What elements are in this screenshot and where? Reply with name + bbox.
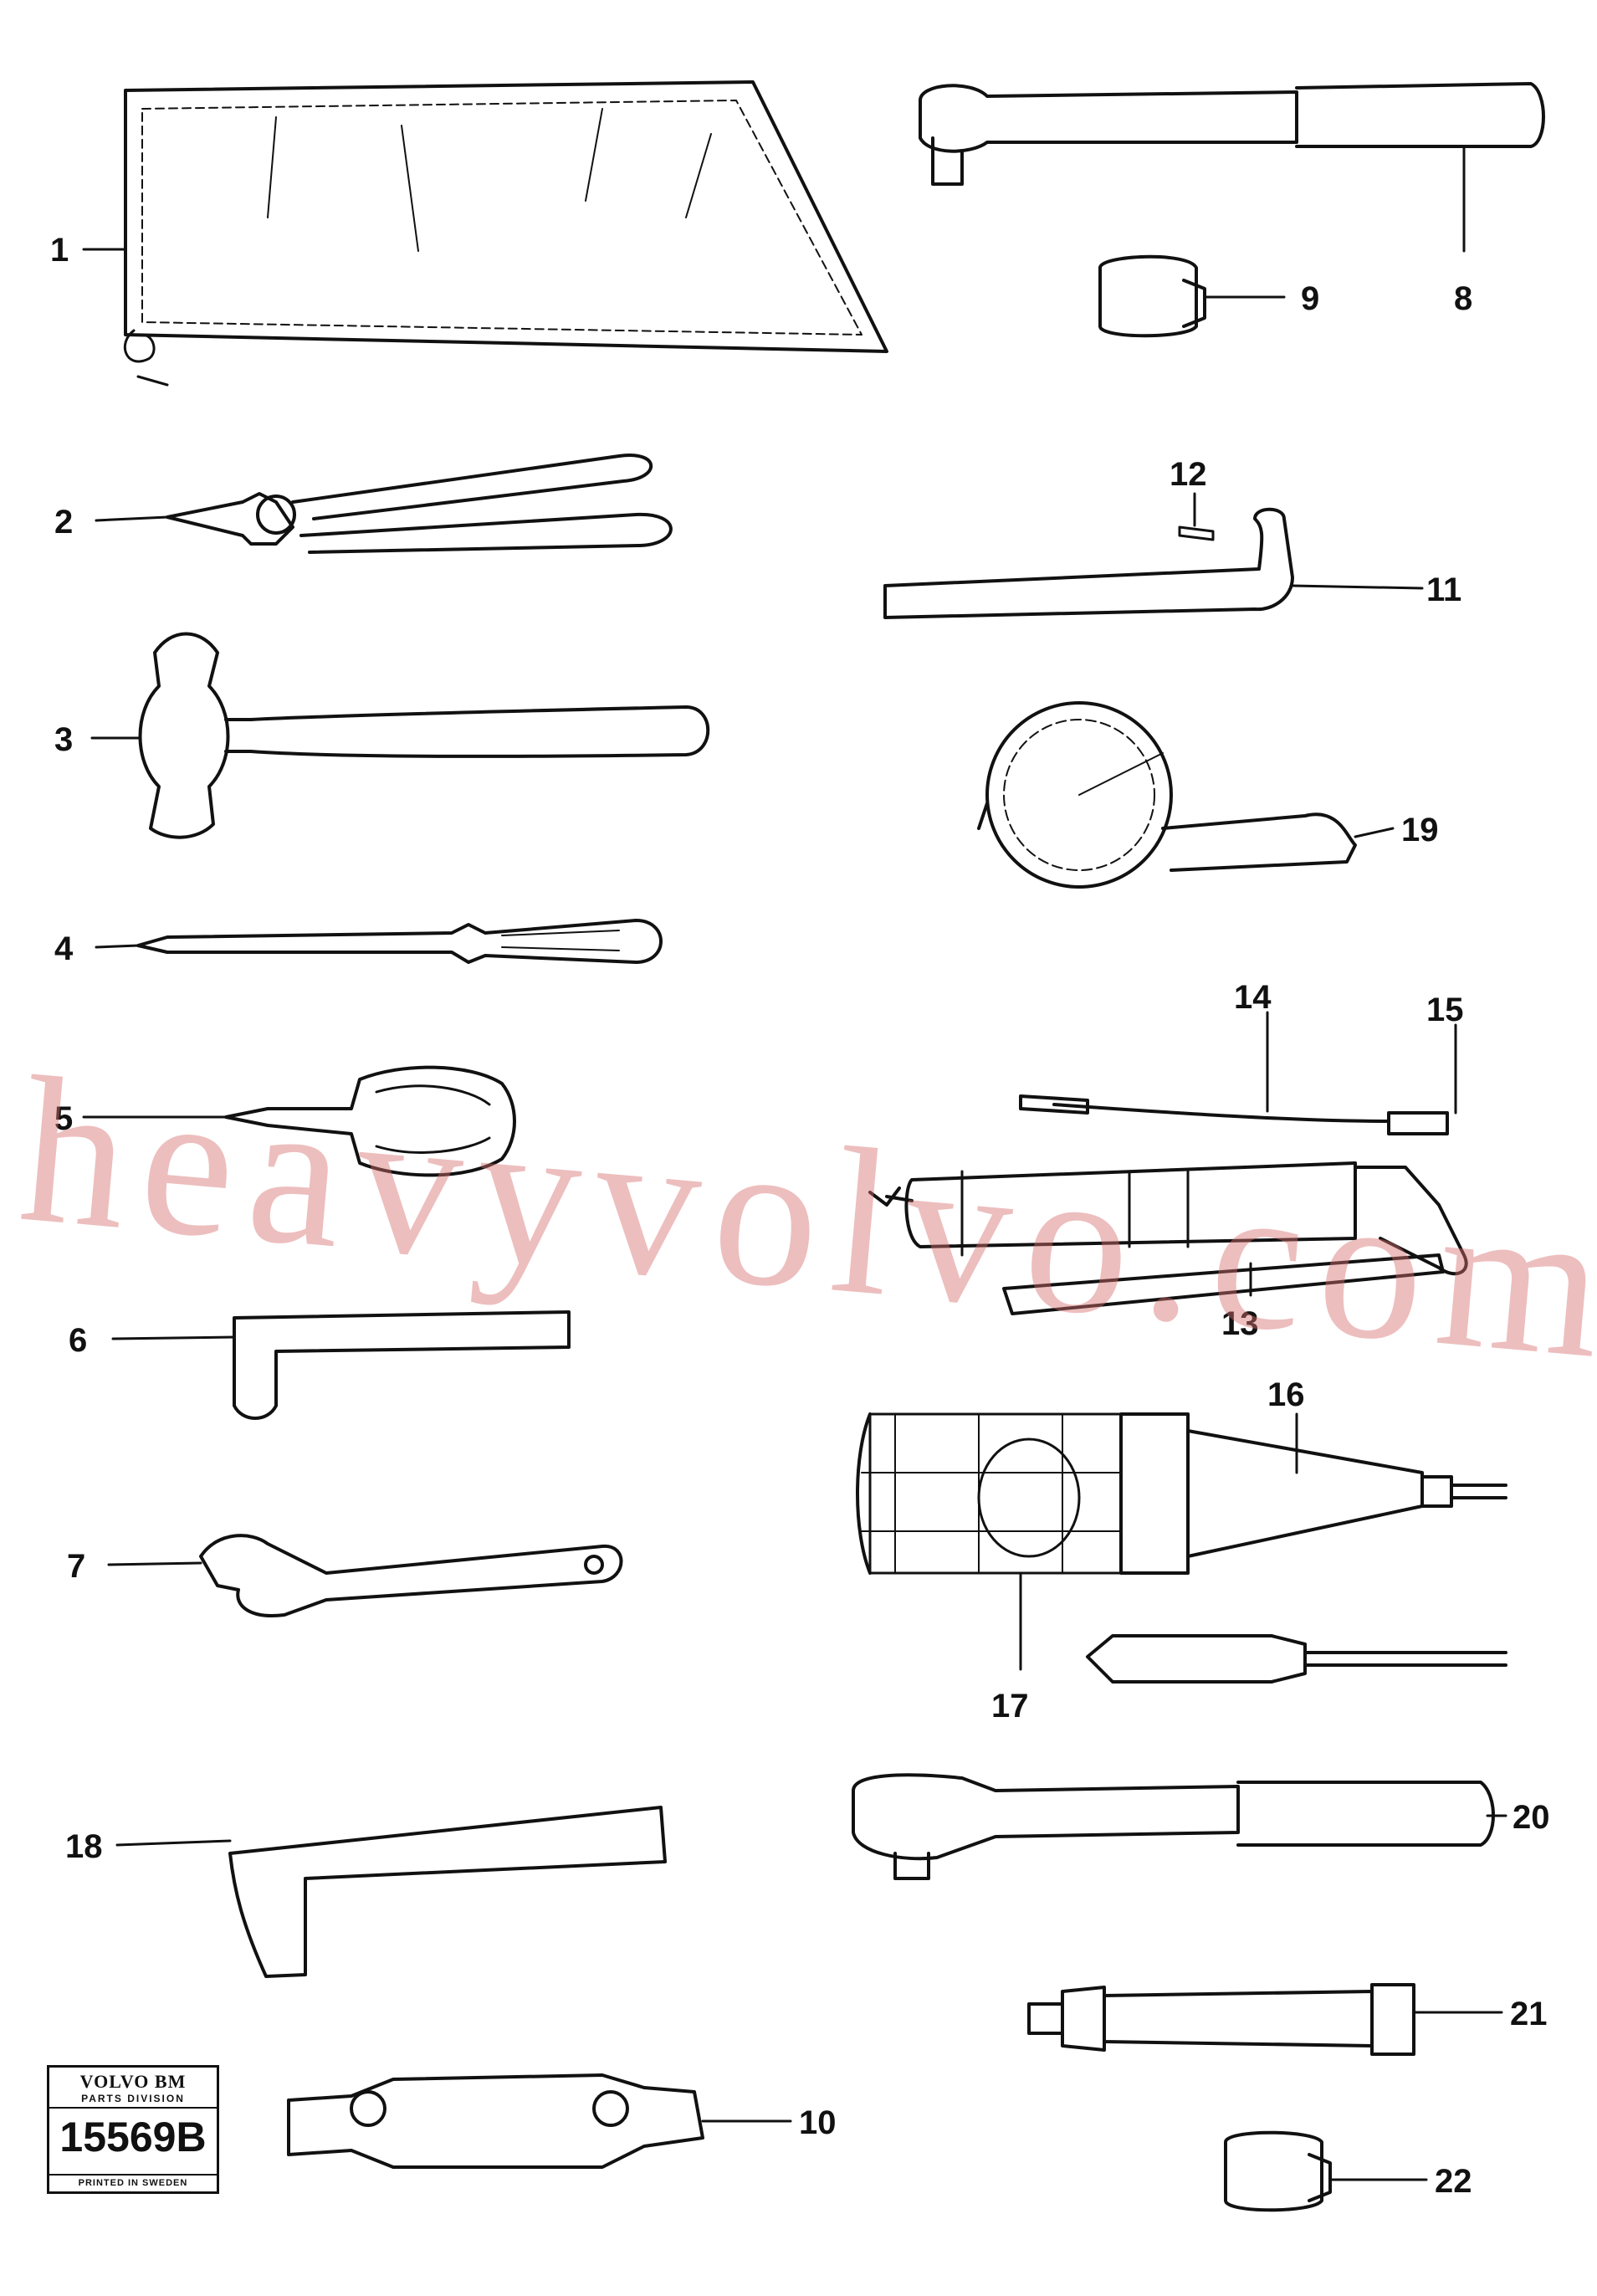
ratchet-handle-drawing — [919, 82, 1545, 186]
socket-drawing — [1098, 254, 1206, 338]
stamp-division: PARTS DIVISION — [49, 2093, 217, 2109]
callout-16: 16 — [1267, 1376, 1305, 1413]
pressure-gauge-drawing — [977, 701, 1357, 889]
hex-key-drawing — [233, 1310, 571, 1420]
leader-11 — [1291, 584, 1424, 590]
callout-21: 21 — [1510, 1996, 1548, 2032]
short-screwdriver-drawing — [224, 1065, 516, 1177]
callout-14: 14 — [1234, 979, 1272, 1016]
tube-spanner-drawing — [287, 2073, 704, 2169]
callout-6: 6 — [69, 1322, 87, 1359]
hammer-drawing — [138, 632, 710, 839]
callout-7: 7 — [67, 1548, 85, 1585]
small-socket-drawing — [1224, 2130, 1332, 2212]
callout-1: 1 — [50, 232, 69, 269]
callout-22: 22 — [1435, 2163, 1472, 2200]
callout-15: 15 — [1426, 992, 1464, 1028]
stamp-printed: PRINTED IN SWEDEN — [49, 2174, 217, 2188]
leader-7 — [107, 1561, 202, 1566]
tool-bag-drawing — [123, 80, 888, 387]
pliers-drawing — [166, 454, 673, 554]
extension-bar-drawing — [1027, 1983, 1415, 2056]
callout-5: 5 — [54, 1100, 73, 1137]
stamp-number: 15569B — [59, 2114, 207, 2160]
screwdriver-drawing — [136, 919, 663, 964]
stamp-brand: VOLVO BM — [79, 2071, 187, 2092]
callout-3: 3 — [54, 721, 73, 758]
angled-rod-drawing — [883, 507, 1294, 619]
leader-18 — [115, 1839, 232, 1847]
grease-gun-drawing — [868, 1094, 1468, 1315]
leader-4 — [95, 944, 140, 949]
callout-17: 17 — [991, 1688, 1029, 1725]
callout-9: 9 — [1301, 280, 1319, 317]
inspection-lamp-drawing — [856, 1412, 1507, 1684]
callout-11: 11 — [1426, 571, 1461, 608]
callout-10: 10 — [799, 2104, 837, 2141]
volvo-bm-stamp: VOLVO BM PARTS DIVISION 15569B PRINTED I… — [47, 2065, 219, 2194]
callout-19: 19 — [1401, 812, 1439, 848]
callout-18: 18 — [65, 1828, 103, 1865]
callout-20: 20 — [1513, 1799, 1550, 1836]
leader-6 — [111, 1335, 236, 1340]
large-hex-key-drawing — [228, 1806, 667, 1978]
callout-12: 12 — [1170, 456, 1207, 493]
leader-2 — [95, 515, 169, 522]
ratchet-drawing — [852, 1773, 1495, 1880]
callout-2: 2 — [54, 504, 73, 541]
callout-13: 13 — [1221, 1305, 1259, 1342]
adjustable-wrench-drawing — [199, 1534, 623, 1617]
callout-4: 4 — [54, 930, 74, 967]
callout-8: 8 — [1454, 280, 1472, 317]
leader-19 — [1354, 827, 1395, 838]
